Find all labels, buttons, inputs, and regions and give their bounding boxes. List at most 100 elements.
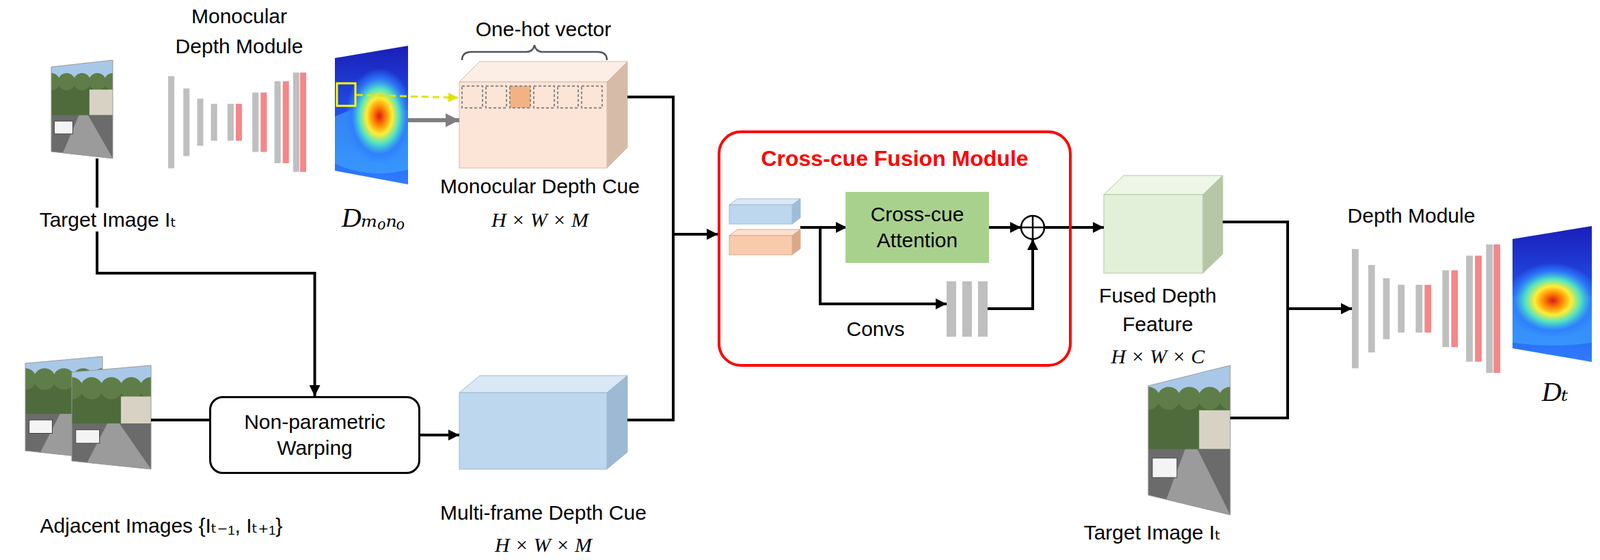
node-label: Fused Depth Feature [1082,281,1233,340]
cube-side [606,375,628,470]
encoder-bar [227,103,234,141]
image-node: Adjacent Images {Iₜ₋₁, Iₜ₊₁} [25,356,152,470]
tree-crown [120,377,143,400]
encoder-bar [1466,255,1473,362]
car [54,120,74,134]
cue-cube-node: One-hot vectorMonocular Depth CueH × W ×… [459,61,628,169]
cube-top [729,229,801,236]
cube-front [729,205,793,225]
tree-crown [58,73,76,91]
image-node: Target Image Iₜ [1148,365,1231,516]
node-label: Depth Module [1347,203,1476,228]
network-node: Monocular Depth Module [168,71,307,174]
node-label: Monocular Depth Cue [440,174,640,199]
cube-front [729,235,793,255]
car [29,420,53,435]
tree-crown [1198,386,1222,411]
process-box: Non-parametric Warping [209,396,421,475]
one-hot-cell [485,86,507,108]
sum-symbol [1021,215,1045,240]
one-hot-cell [462,86,483,108]
inner-arrow [987,226,1022,229]
connector [1071,226,1104,229]
tree-crown [100,377,123,400]
building [1198,410,1231,450]
cube-top [729,198,801,206]
encoder-bar [1485,244,1493,374]
cube-front [459,82,607,169]
patch-marker [336,83,356,106]
output-depth-map [1466,226,1600,363]
cube-top [1103,175,1223,195]
encoder-bar [1383,278,1391,340]
node-label: Multi-frame Depth Cue [440,500,647,525]
node-label: Dₜ [1541,376,1569,409]
sum-symbol [1021,215,1045,240]
tree-crown [88,73,106,91]
encoder-bar [183,88,190,157]
conv-bar [978,281,988,337]
feature-cube-node: Fused Depth FeatureH × W × C [1103,175,1223,274]
tree-crown [33,368,56,391]
target-image-picture [1136,365,1242,516]
encoder-bar [196,99,203,147]
depth-map-node: Dₜ [1512,226,1592,363]
node-label: Target Image Iₜ [1083,520,1222,545]
cube-side [792,229,801,255]
image-outline [51,60,113,159]
conv-bar [962,281,972,337]
image-outline [1148,365,1231,516]
decoder-bar [300,72,307,173]
image-outline [71,365,152,470]
tree-crown [73,73,91,91]
decoder-bar [1474,255,1482,362]
encoder-bar [1415,285,1423,333]
connector [1230,308,1352,419]
node-label: Dₘₒₙₒ [341,202,405,234]
image-node: Target Image Iₜ [51,60,113,159]
car [75,429,100,444]
adjacent-image-picture [60,365,162,470]
node-label: Convs [846,317,905,342]
connector [408,118,460,123]
inner-arrow [987,239,1033,309]
decoder-bar [282,81,290,164]
encoder-bar [274,81,281,164]
ground [51,115,113,159]
decoder-bar [1493,244,1501,374]
cube-front [1103,194,1203,274]
encoder-bar [1397,285,1405,333]
node-label: Cross-cue Fusion Module [760,146,1028,171]
node-label: Target Image Iₜ [35,207,182,232]
monocular-depth-map [317,45,441,185]
brace [462,45,607,61]
one-hot-cell [581,86,603,108]
building [89,89,113,115]
inner-line [1044,226,1071,229]
cube-side [792,198,801,225]
decoder-bar [1424,285,1432,333]
node-label: One-hot vector [475,17,612,42]
depth-network [1351,244,1501,374]
node-label: Monocular Depth Module [166,1,314,62]
encoder-bar [293,72,300,173]
conv-block: Convs [946,281,988,337]
tree-crown [1177,386,1201,411]
tree-crown [1157,386,1181,411]
depth-map-node: Dₘₒₙₒ [334,45,409,185]
one-hot-cell [557,86,579,108]
cube-front [459,392,607,470]
connector [151,418,210,422]
decoder-bar [1451,270,1458,348]
fusion-module: Cross-cue Fusion ModuleCross-cue Attenti… [717,130,1072,368]
multi-frame-cue-token [729,198,801,225]
monocular-cue-cube [459,61,628,169]
encoder-bar [252,92,259,153]
encoder-bar [211,103,218,141]
car [1152,458,1177,478]
node-label: H × W × M [491,207,589,232]
box-label: Non-parametric Warping [226,409,404,462]
fused-feature-cube [1103,175,1223,274]
